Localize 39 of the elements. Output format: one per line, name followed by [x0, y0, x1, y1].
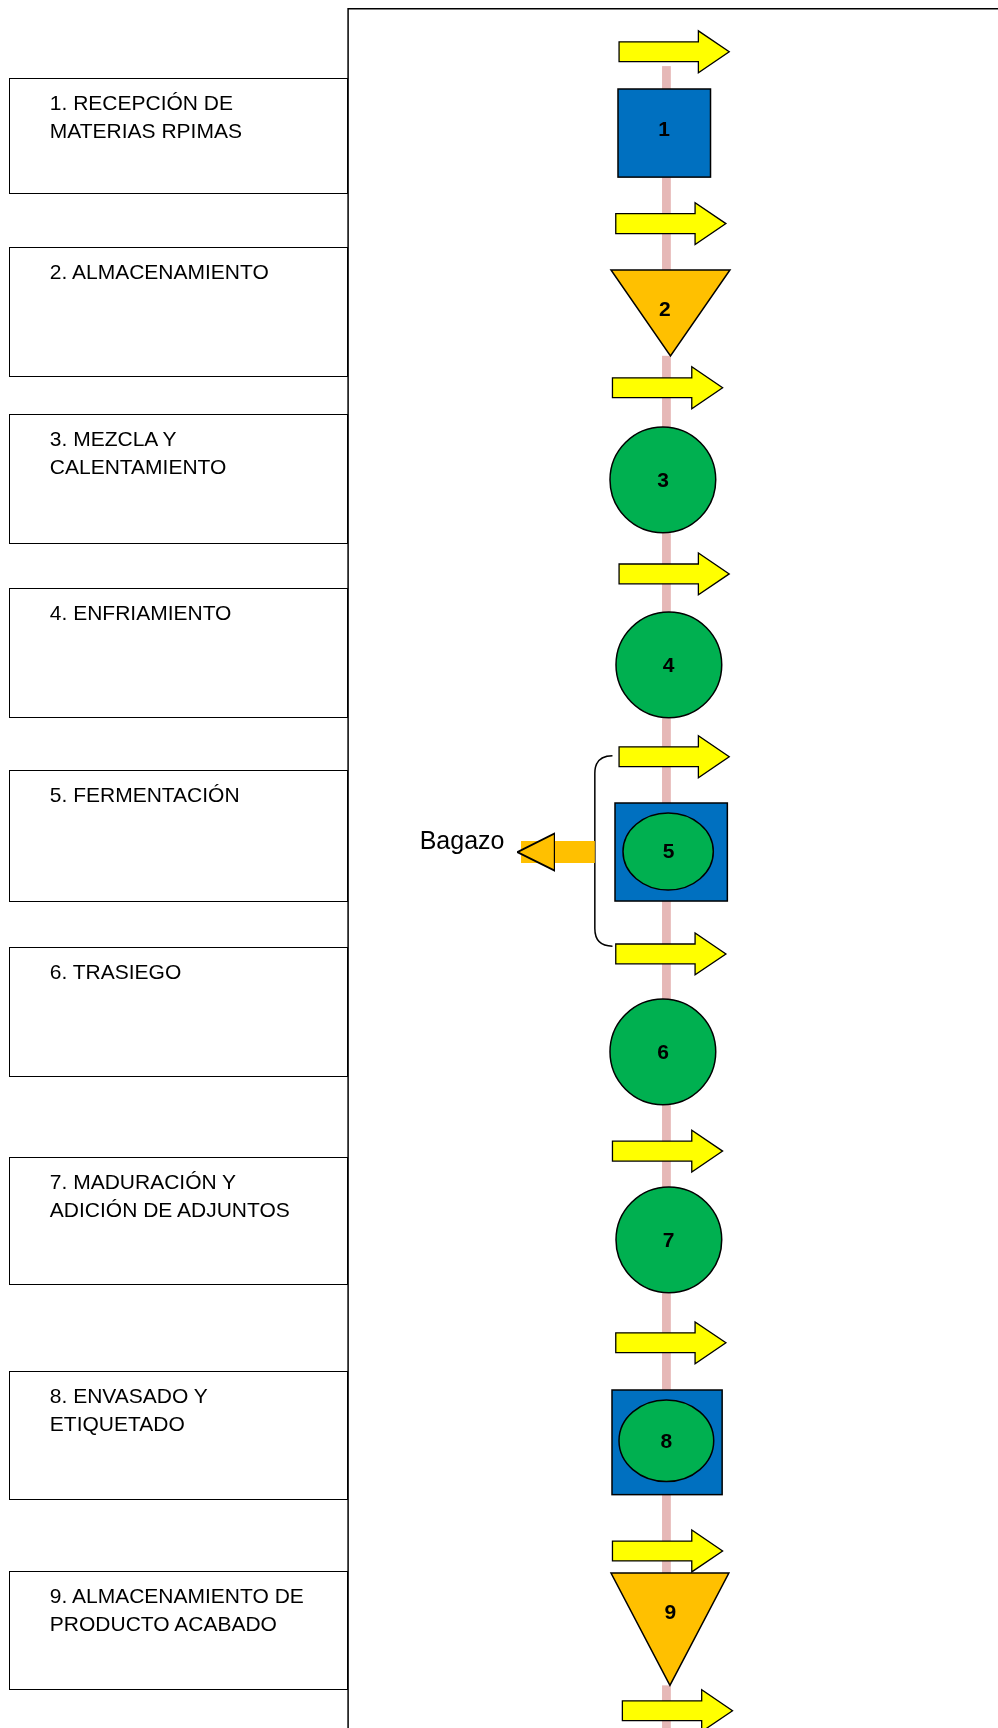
step-number: 5 — [662, 839, 675, 864]
flow-connector — [615, 901, 728, 1000]
step-box — [8, 1156, 349, 1286]
step-box — [8, 588, 349, 719]
flow-connector — [611, 1104, 724, 1188]
step-number: 2 — [659, 296, 671, 321]
flow-connector — [618, 29, 731, 90]
step-number: 9 — [664, 1600, 677, 1625]
step-label: 6. TRASIEGO — [49, 959, 182, 986]
flow-connector — [611, 1494, 724, 1574]
step-box — [8, 947, 349, 1078]
step-number: 6 — [657, 1039, 669, 1064]
step-label: 4. ENFRIAMIENTO — [49, 600, 232, 627]
step-label: 5. FERMENTACIÓN — [49, 781, 240, 808]
flow-connector — [615, 177, 728, 270]
flow-connector — [611, 355, 724, 428]
step-box — [8, 414, 349, 545]
step-label: 3. MEZCLA Y CALENTAMIENTO — [49, 426, 228, 481]
output-label: Bagazo — [419, 826, 505, 855]
step-box — [8, 1371, 349, 1501]
output-arrow — [516, 832, 595, 872]
step-number: 7 — [662, 1228, 675, 1253]
step-label: 7. MADURACIÓN Y ADICIÓN DE ADJUNTOS — [49, 1168, 291, 1223]
step-label: 8. ENVASADO Y ETIQUETADO — [49, 1383, 209, 1438]
step-box — [8, 769, 349, 903]
step-label: 2. ALMACENAMIENTO — [49, 258, 269, 285]
step-number: 4 — [662, 653, 675, 678]
step-box — [8, 246, 349, 377]
step-number: 8 — [660, 1428, 673, 1453]
flow-connector — [621, 1685, 734, 1728]
step-box — [8, 78, 349, 194]
step-number: 1 — [658, 116, 671, 141]
flow-connector — [618, 533, 731, 613]
step-box — [8, 1570, 349, 1690]
step-label: 1. RECEPCIÓN DE MATERIAS RPIMAS — [49, 90, 243, 145]
flow-connector — [618, 718, 731, 804]
step-label: 9. ALMACENAMIENTO DE PRODUCTO ACABADO — [49, 1582, 305, 1637]
step-number: 3 — [657, 468, 669, 493]
flow-connector — [615, 1293, 728, 1391]
